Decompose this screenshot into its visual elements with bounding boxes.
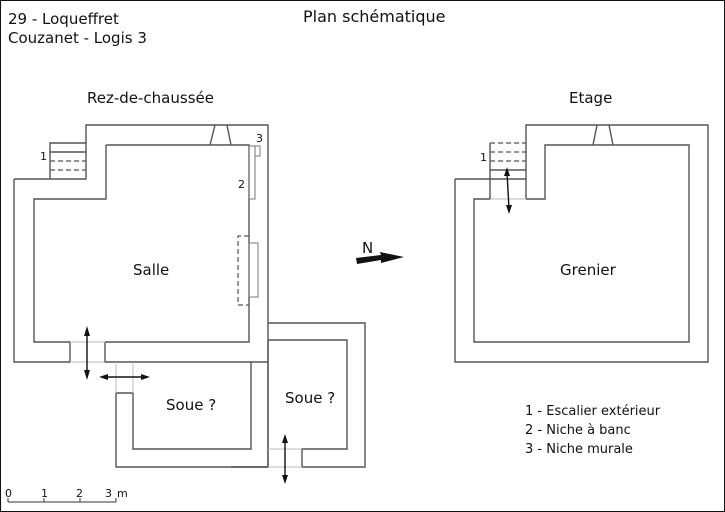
window-splay (608, 124, 614, 146)
salle-inner-wall-right (105, 144, 250, 343)
room-soue-left: Soue ? (166, 396, 216, 414)
window-splay (226, 124, 232, 146)
salle-outer-wall-right (14, 124, 269, 363)
north-arrow-icon (356, 252, 404, 264)
marker-1: 1 (40, 150, 47, 163)
upper-floor-title: Etage (569, 89, 612, 107)
room-salle: Salle (133, 261, 169, 279)
legend-item: 2 - Niche à banc (525, 423, 631, 438)
grenier-outer-wall (454, 124, 709, 363)
location-line-2: Couzanet - Logis 3 (8, 29, 147, 47)
legend-item: 3 - Niche murale (525, 442, 633, 457)
scale-unit: m (117, 487, 128, 500)
legend: 1 - Escalier extérieur 2 - Niche à banc … (525, 404, 661, 457)
scale-bar: 0 1 2 3 m (5, 487, 128, 503)
marker-3: 3 (256, 132, 263, 145)
wall-recess (248, 242, 259, 298)
location-line-1: 29 - Loqueffret (8, 10, 119, 28)
scale-tick-label: 0 (5, 487, 12, 500)
salle-inner-wall (33, 145, 107, 343)
wall-niche (254, 145, 261, 157)
salle-outer-wall (13, 179, 70, 363)
room-grenier: Grenier (560, 261, 617, 279)
bench-niche (248, 145, 256, 200)
access-arrow (84, 326, 90, 380)
grenier-inner-wall (473, 144, 690, 343)
room-soue-right: Soue ? (285, 389, 335, 407)
hidden-recess (237, 235, 249, 306)
north-arrow: N (356, 239, 404, 264)
access-arrow (504, 167, 512, 214)
marker-2: 2 (238, 178, 245, 191)
scale-tick-label: 2 (76, 487, 83, 500)
access-arrow (99, 374, 150, 380)
ground-floor-plan: 1 2 3 Salle Soue ? Soue ? (13, 124, 366, 484)
ground-floor-title: Rez-de-chaussée (87, 89, 214, 107)
page-title: Plan schématique (303, 7, 446, 26)
scale-tick-label: 3 (105, 487, 112, 500)
upper-floor-plan: 1 Grenier (454, 124, 709, 363)
window-splay (209, 124, 216, 146)
exterior-staircase (49, 142, 86, 179)
legend-item: 1 - Escalier extérieur (525, 404, 661, 419)
scale-tick-label: 1 (41, 487, 48, 500)
marker-1-upper: 1 (480, 151, 487, 164)
north-label: N (362, 239, 373, 257)
window-splay (592, 124, 598, 146)
access-arrow (282, 434, 288, 484)
soue-left (115, 362, 269, 468)
